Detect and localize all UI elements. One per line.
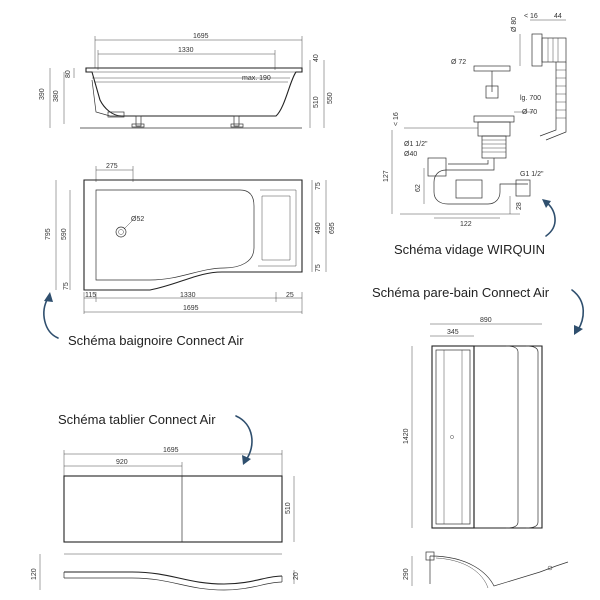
side-rim-80: 80 [65,70,72,78]
waste-d80: Ø 80 [511,17,518,32]
bathtub-top-view: 275 Ø52 795 590 75 75 490 75 695 115 [45,163,336,314]
waste-d70: Ø 70 [522,109,537,116]
waste-thread1: Ø1 1/2" [404,141,428,148]
waste-d40: Ø40 [404,151,417,158]
top-h-75-bottom: 75 [315,264,322,272]
panel-h510: 510 [285,502,292,514]
top-h-75-top: 75 [315,182,322,190]
caption-baignoire: Schéma baignoire Connect Air [68,333,244,348]
caption-parebain: Schéma pare-bain Connect Air [372,285,550,300]
waste-h62: 62 [415,184,422,192]
top-h-695: 695 [329,222,336,234]
waste-lg700: lg. 700 [520,95,541,102]
plug [473,65,511,72]
side-right-40: 40 [313,54,320,62]
top-h-795: 795 [45,228,52,240]
arrow-vidage [545,201,556,237]
panel-w920: 920 [116,459,128,466]
panel-front [63,475,283,543]
screen-fixed-panel [431,345,475,529]
screen-h1420: 1420 [403,428,410,444]
top-bottom-1330: 1330 [180,292,196,299]
side-inner-length: 1330 [178,47,194,54]
screen-d290: 290 [403,568,410,580]
waste-h28: 28 [516,202,523,210]
panel-overall: 1695 [163,447,179,454]
top-h-590: 590 [61,228,68,240]
caption-vidage: Schéma vidage WIRQUIN [394,242,545,257]
top-w-275: 275 [106,163,118,170]
tub-side-outline [85,67,303,117]
bathtub-side-view: 1695 1330 max. 190 390 380 80 40 510 [39,33,334,129]
side-h-380: 380 [53,90,60,102]
arrow-tablier [235,415,253,461]
waste-kit-drawing: Ø 80 < 16 44 lg. 700 Ø 72 Ø 70 < 16 Ø1 1… [383,13,567,228]
drain-diameter: Ø52 [131,216,144,223]
waste-h127: 127 [383,170,390,182]
waste-g1: G1 1/2" [520,171,544,178]
top-overall-1695: 1695 [183,305,199,312]
waste-left16: < 16 [393,112,400,126]
panel-d120: 120 [31,568,38,580]
side-overall-length: 1695 [193,33,209,40]
top-left-75: 75 [63,282,70,290]
max-depth-label: max. 190 [242,75,271,82]
bath-screen-drawing: 890 345 1420 290 [403,317,569,589]
waste-d72: Ø 72 [451,59,466,66]
top-h-490: 490 [315,222,322,234]
arrow-baignoire [43,297,59,339]
side-h-390: 390 [39,88,46,100]
arrow-parebain [571,289,585,331]
apron-panel-drawing: 1695 920 510 120 20 [31,447,300,591]
side-h-510: 510 [313,96,320,108]
drain-hole [115,226,127,238]
screen-w345: 345 [447,329,459,336]
screen-w890: 890 [480,317,492,324]
overflow-cap [531,33,543,67]
top-bottom-25: 25 [286,292,294,299]
waste-w16: < 16 [524,13,538,20]
screen-swing-panel [473,345,543,529]
waste-w122: 122 [460,221,472,228]
caption-tablier: Schéma tablier Connect Air [58,412,216,427]
panel-d20: 20 [293,572,300,580]
waste-w44: 44 [554,13,562,20]
tub-top-outline [83,179,303,291]
top-bottom-115: 115 [85,292,96,299]
side-h-550: 550 [327,92,334,104]
